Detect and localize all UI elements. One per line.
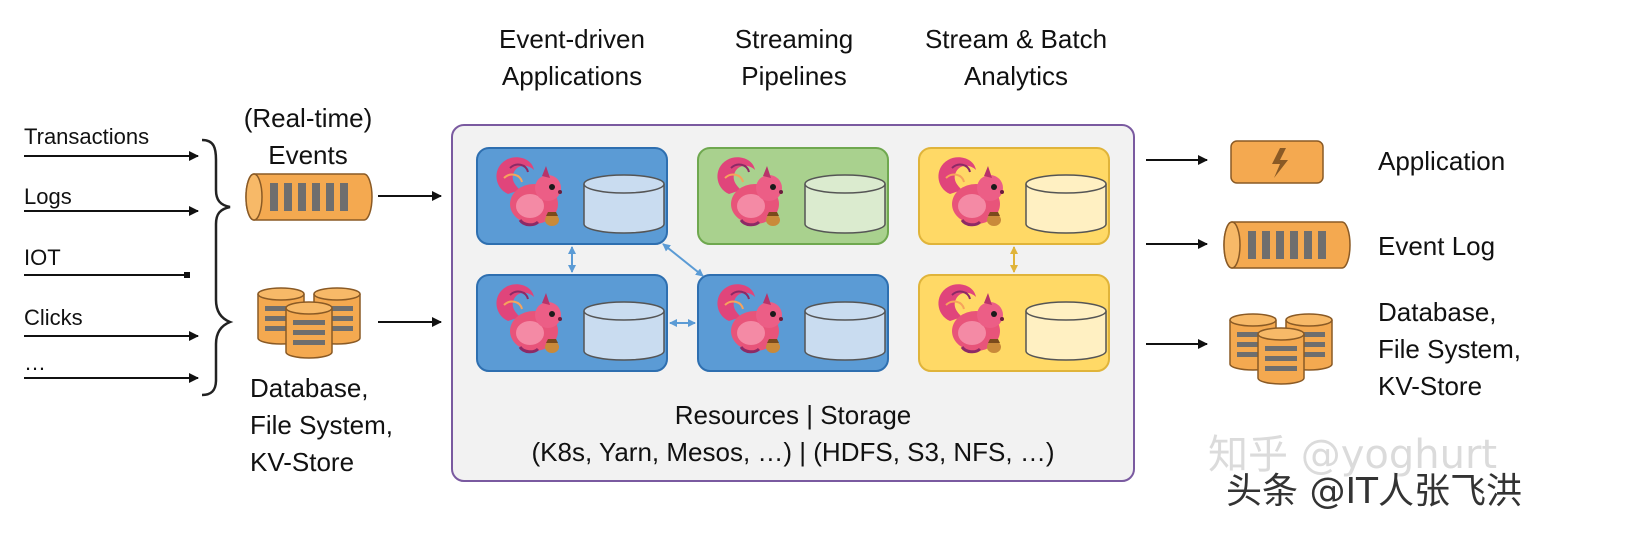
input-label-transactions: Transactions <box>24 124 150 149</box>
source-database-icon <box>257 287 361 359</box>
output-label-database: Database, File System, KV-Store <box>1378 297 1522 401</box>
input-arrows <box>24 151 199 383</box>
toutiao-watermark: 头条 @IT人张飞洪 <box>1226 471 1523 512</box>
events-label: (Real-time) Events <box>243 103 373 170</box>
state-database-icon <box>1025 301 1107 361</box>
job-box-blue-top <box>476 147 668 245</box>
application-icon <box>1230 140 1324 184</box>
connector-blue-diagonal <box>662 243 704 277</box>
streaming-pipelines-label: Streaming Pipelines <box>734 24 854 91</box>
state-database-icon <box>583 174 665 234</box>
events-log-icon <box>245 173 373 221</box>
output-database-icon <box>1229 313 1333 385</box>
stream-batch-analytics-label: Stream & Batch Analytics <box>924 24 1108 91</box>
job-box-blue-bottom-left <box>476 274 668 372</box>
job-box-blue-bottom-mid <box>697 274 889 372</box>
event-driven-applications-label: Event-driven Applications <box>499 24 645 91</box>
output-label-event-log: Event Log <box>1378 231 1496 261</box>
job-box-yellow-top <box>918 147 1110 245</box>
zhihu-watermark: 知乎 @yoghurt <box>1208 432 1498 478</box>
input-label-more: … <box>24 350 46 375</box>
state-database-icon <box>1025 174 1107 234</box>
output-label-application: Application <box>1378 146 1506 176</box>
job-box-yellow-bottom <box>918 274 1110 372</box>
platform-resources-storage: Resources | Storage (K8s, Yarn, Mesos, …… <box>531 400 1055 467</box>
input-brace <box>201 138 234 397</box>
lightning-icon <box>1272 148 1288 178</box>
input-label-clicks: Clicks <box>24 305 83 330</box>
state-database-icon <box>804 301 886 361</box>
input-label-iot: IOT <box>24 245 61 270</box>
state-database-icon <box>804 174 886 234</box>
source-database-label: Database, File System, KV-Store <box>250 373 394 477</box>
input-label-logs: Logs <box>24 184 72 209</box>
job-box-green <box>697 147 889 245</box>
output-event-log-icon <box>1223 221 1351 269</box>
state-database-icon <box>583 301 665 361</box>
